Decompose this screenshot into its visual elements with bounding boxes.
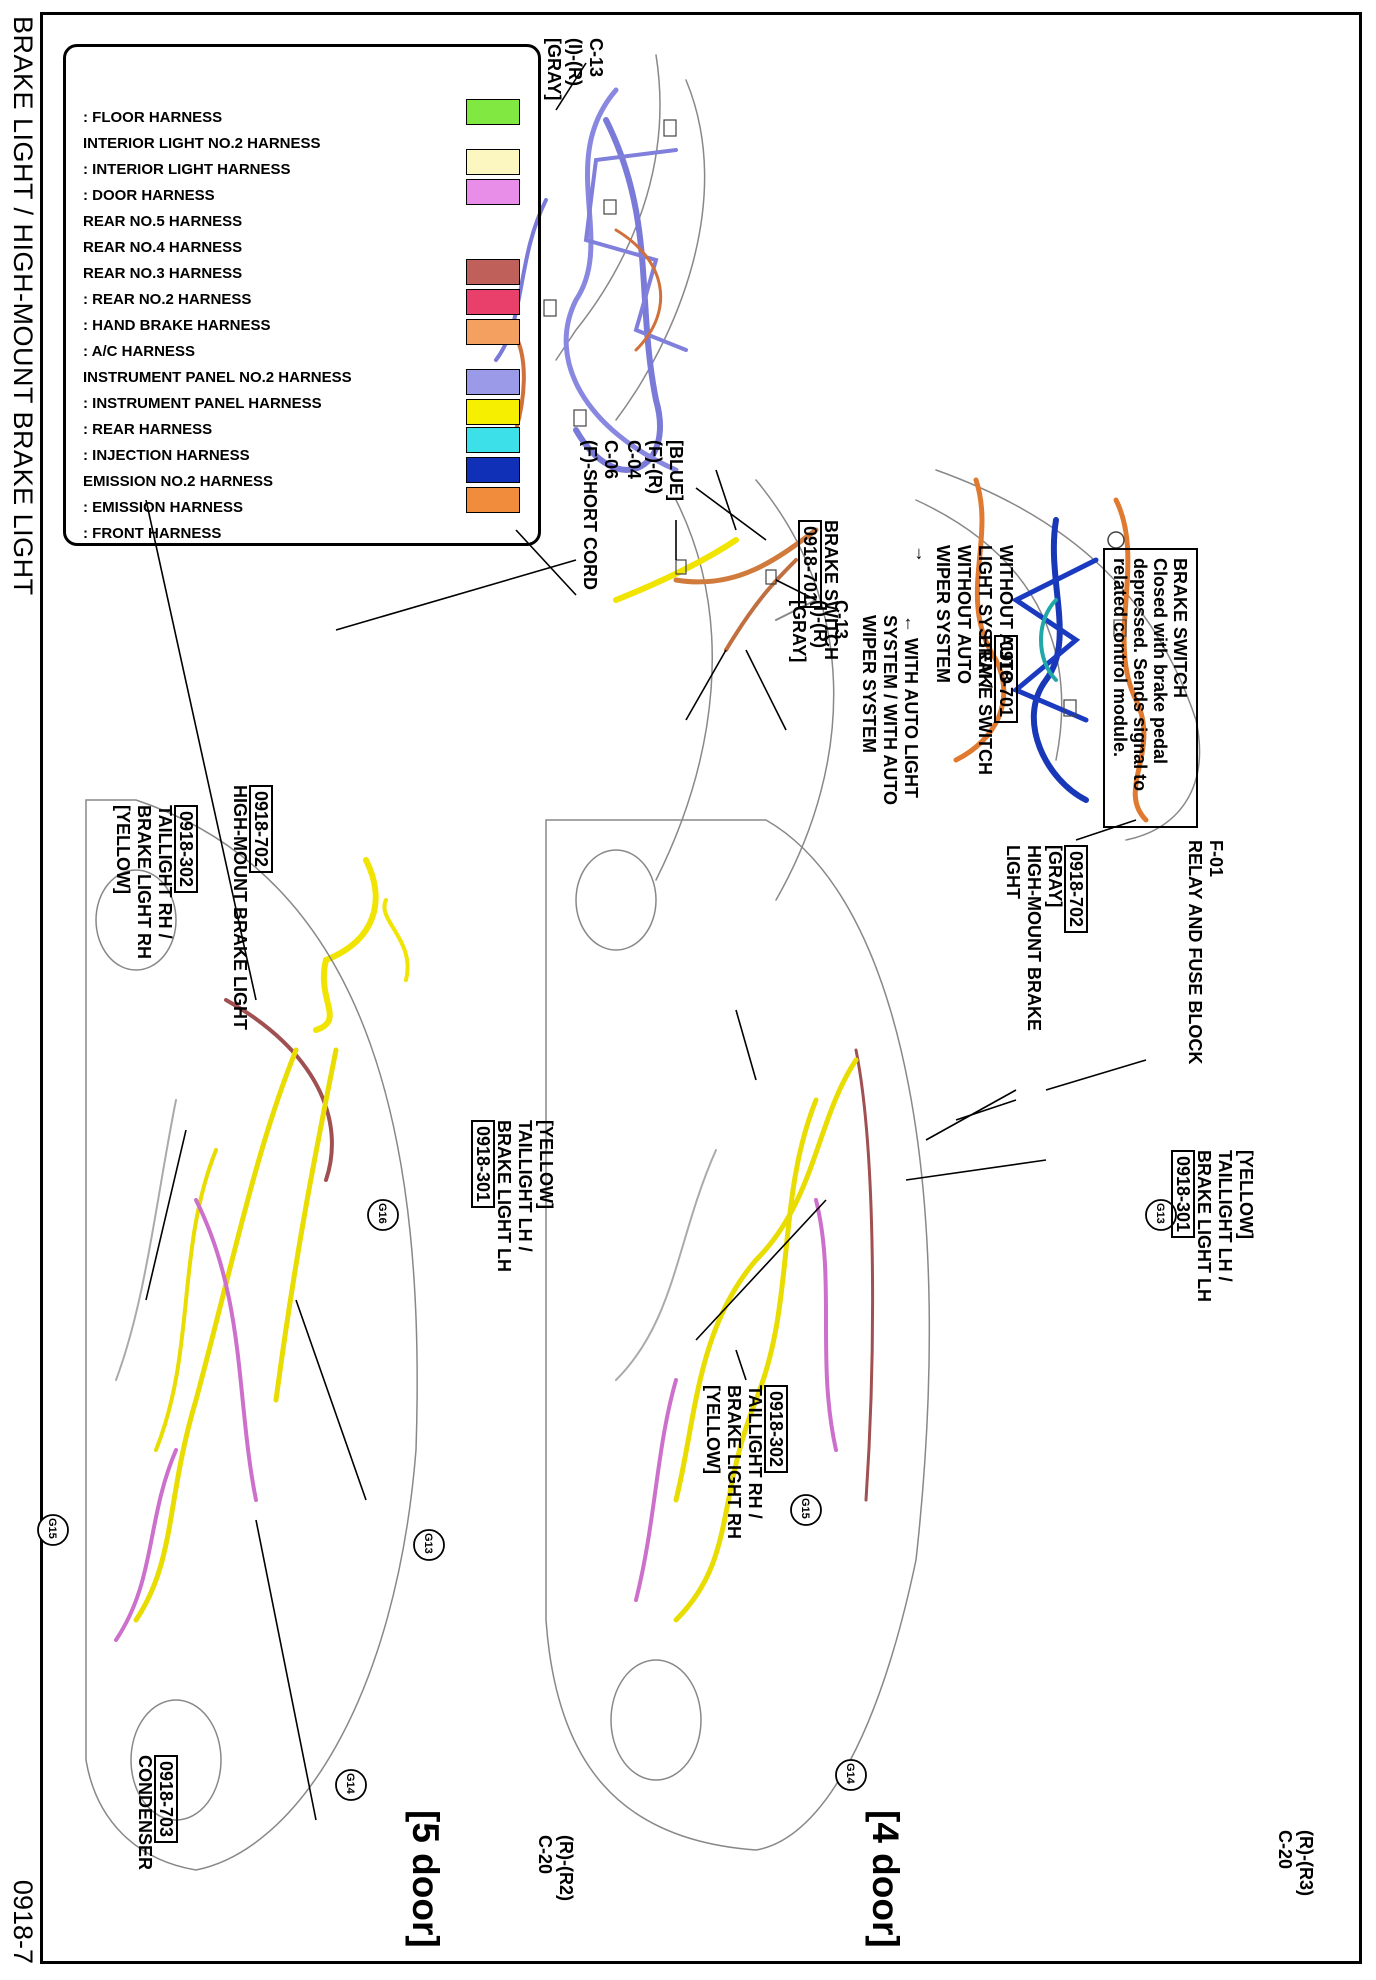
legend-label: INTERIOR LIGHT NO.2 HARNESS xyxy=(83,135,321,152)
legend-label: : INJECTION HARNESS xyxy=(83,447,250,464)
ground-label: G13 xyxy=(1154,1203,1166,1224)
note-line: related control module. xyxy=(1110,558,1130,758)
ground-g15-5door xyxy=(37,1514,69,1546)
ground-label: G14 xyxy=(844,1763,856,1784)
legend-label: : HAND BRAKE HARNESS xyxy=(83,317,271,334)
callout-c04: [BLUE](F)-(R)C-04 xyxy=(624,440,686,501)
legend-swatch xyxy=(466,259,520,285)
four-door-label: [4 door] xyxy=(865,1810,906,1948)
ground-markers xyxy=(37,1199,1177,1801)
legend-label: : REAR NO.2 HARNESS xyxy=(83,291,252,308)
legend-label: INSTRUMENT PANEL NO.2 HARNESS xyxy=(83,369,352,386)
callout-c20-4door: (R)-(R3)C-20 xyxy=(1275,1830,1316,1896)
ground-label: G15 xyxy=(799,1498,811,1519)
legend-swatch xyxy=(466,487,520,513)
callout-c20-5door: (R)-(R2)C-20 xyxy=(535,1835,576,1901)
legend-label: EMISSION NO.2 HARNESS xyxy=(83,473,274,490)
harness-color-legend: : FRONT HARNESS : EMISSION HARNESS EMISSIO… xyxy=(63,44,541,546)
leader-lines xyxy=(145,62,1147,1821)
callout-hmbl-5door: 0918-702 HIGH-MOUNT BRAKE LIGHT xyxy=(230,785,273,1030)
five-door-label: [5 door] xyxy=(405,1810,446,1948)
callout-tl-rh-4door: 0918-302 TAILLIGHT RH /BRAKE LIGHT RH[YE… xyxy=(703,1385,788,1539)
legend-label: : A/C HARNESS xyxy=(83,343,195,360)
ground-g13-4door xyxy=(1145,1199,1177,1231)
callout-tl-rh-5door: 0918-302 TAILLIGHT RH /BRAKE LIGHT RH[YE… xyxy=(113,805,198,959)
note-line: Closed with brake pedal xyxy=(1150,558,1170,765)
dashboard-harness-drawing xyxy=(313,479,835,1033)
legend-label: : FRONT HARNESS xyxy=(83,525,222,542)
page-title: BRAKE LIGHT / HIGH-MOUNT BRAKE LIGHT xyxy=(8,16,38,596)
four-door-body-drawing xyxy=(545,819,931,1851)
page-number: 0918-7 xyxy=(8,1879,38,1964)
callout-c06: C-06(F)-SHORT CORD xyxy=(580,440,621,590)
legend-label: : INSTRUMENT PANEL HARNESS xyxy=(83,395,322,412)
callout-brake-switch-auto: BRAKE SWITCH 0918-701 xyxy=(798,520,841,660)
ground-g13-5door xyxy=(413,1529,445,1561)
legend-swatch xyxy=(466,149,520,175)
note-heading: BRAKE SWITCH xyxy=(1170,558,1190,698)
ground-g15-4door xyxy=(790,1494,822,1526)
ground-label: G15 xyxy=(46,1518,58,1539)
legend-swatch xyxy=(466,427,520,453)
ground-g16-5door xyxy=(367,1199,399,1231)
legend-swatch xyxy=(466,99,520,125)
callout-condenser: 0918-703 CONDENSER xyxy=(135,1755,178,1871)
legend-label: : DOOR HARNESS xyxy=(83,187,215,204)
five-door-body-drawing xyxy=(85,799,418,1871)
ground-g14-5door xyxy=(335,1769,367,1801)
legend-label: : FLOOR HARNESS xyxy=(83,109,223,126)
callout-tl-lh-4door: [YELLOW]TAILLIGHT LH /BRAKE LIGHT LH 091… xyxy=(1171,1150,1256,1302)
callout-c13-top: C-13(I)-(R)[GRAY] xyxy=(544,38,606,101)
legend-swatch xyxy=(466,457,520,483)
legend-swatch xyxy=(466,369,520,395)
ground-label: G14 xyxy=(344,1773,356,1794)
legend-label: : REAR HARNESS xyxy=(83,421,213,438)
engine-compartment-harness-drawing xyxy=(915,469,1201,841)
legend-swatch xyxy=(466,319,520,345)
note-line: depressed. Sends signal to xyxy=(1130,558,1150,792)
brake-switch-note: BRAKE SWITCH Closed with brake pedal dep… xyxy=(1103,548,1198,828)
legend-swatch xyxy=(466,399,520,425)
legend-swatch xyxy=(466,289,520,315)
ground-label: G16 xyxy=(376,1203,388,1224)
legend-label: : EMISSION HARNESS xyxy=(83,499,244,516)
ground-g14-4door xyxy=(835,1759,867,1791)
legend-label: : INTERIOR LIGHT HARNESS xyxy=(83,161,291,178)
legend-label: REAR NO.5 HARNESS xyxy=(83,213,243,230)
legend-label: REAR NO.4 HARNESS xyxy=(83,239,243,256)
legend-label: REAR NO.3 HARNESS xyxy=(83,265,243,282)
callout-tl-lh-5door: [YELLOW]TAILLIGHT LH /BRAKE LIGHT LH 091… xyxy=(471,1120,556,1272)
callout-brake-switch-noauto: 0918-701 BRAKE SWITCH xyxy=(975,635,1018,775)
ground-label: G13 xyxy=(422,1533,434,1554)
legend-swatch xyxy=(466,179,520,205)
